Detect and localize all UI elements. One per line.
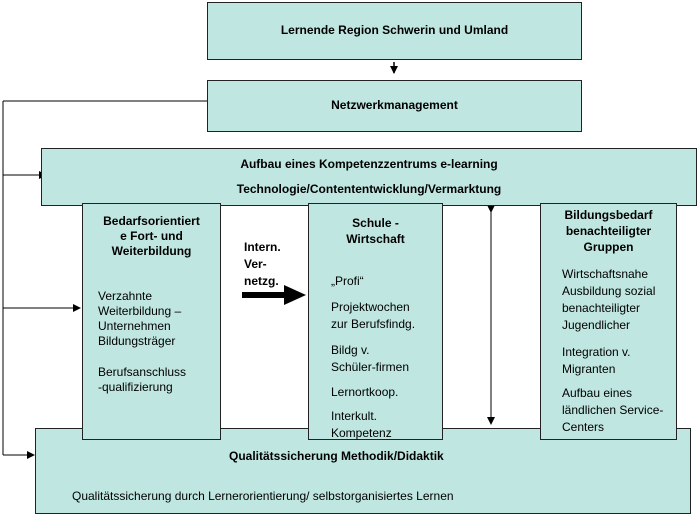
col3-item-3-line-1: Aufbau eines	[562, 386, 633, 400]
col3-item-1-line-3: benachteiligter	[562, 301, 641, 315]
col1-title-line-3: Weiterbildung	[111, 244, 192, 258]
box-bedarfsorientierte-weiterbildung: Bedarfsorientiert e Fort- und Weiterbild…	[82, 203, 221, 440]
box-qualitaetssicherung-subtitle: Qualitätssicherung durch Lernerorientier…	[72, 489, 454, 503]
arrow-label-line-1: Intern.	[244, 240, 281, 254]
box-qualitaetssicherung-title: Qualitätssicherung Methodik/Didaktik	[229, 449, 444, 463]
col3-item-3-line-3: Centers	[562, 420, 605, 434]
col1-title-line-1: Bedarfsorientiert	[103, 214, 200, 228]
box-lernende-region-title: Lernende Region Schwerin und Umland	[280, 23, 509, 37]
box-schule-wirtschaft: Schule - Wirtschaft „Profi“ Projektwoche…	[308, 203, 443, 440]
col3-title-line-2: benachteiligter	[565, 224, 652, 238]
box-kompetenzzentrum-subtitle: Technologie/Contententwicklung/Vermarktu…	[236, 182, 502, 196]
col1-item-1-line-2: Weiterbildung –	[98, 304, 182, 318]
col2-title-line-1: Schule -	[352, 216, 399, 230]
arrow-label-line-2: Ver-	[244, 257, 267, 271]
col1-item-2-line-2: -qualifizierung	[98, 380, 173, 394]
col2-item-5-line-1: Interkult.	[331, 409, 378, 423]
col3-item-1-line-4: Jugendlicher	[562, 318, 631, 332]
col2-item-5-line-2: Kompetenz	[331, 426, 392, 440]
col1-item-1-line-3: Unternehmen	[98, 319, 171, 333]
col3-item-2-line-2: Migranten	[562, 362, 616, 376]
col3-item-3-line-2: ländlichen Service-	[562, 403, 664, 417]
col3-title-line-3: Gruppen	[583, 240, 634, 254]
col1-item-1-line-4: Bildungsträger	[98, 334, 176, 348]
box-kompetenzzentrum-title: Aufbau eines Kompetenzzentrums e-learnin…	[240, 157, 498, 171]
thick-arrow-icon	[242, 285, 306, 305]
col2-title-line-2: Wirtschaft	[346, 232, 405, 246]
col2-item-2-line-1: Projektwochen	[331, 300, 410, 314]
col3-item-2-line-1: Integration v.	[562, 345, 631, 359]
box-netzwerkmanagement-title: Netzwerkmanagement	[331, 98, 458, 112]
col2-item-3-line-2: Schüler-firmen	[331, 360, 410, 374]
col2-item-3-line-1: Bildg v.	[331, 343, 370, 357]
col1-item-2-line-1: Berufsanschluss	[98, 365, 187, 379]
col1-item-1-line-1: Verzahnte	[98, 289, 153, 303]
col3-title-line-1: Bildungsbedarf	[564, 208, 653, 222]
col3-item-1-line-1: Wirtschaftsnahe	[562, 267, 649, 281]
box-kompetenzzentrum: Aufbau eines Kompetenzzentrums e-learnin…	[41, 148, 697, 206]
box-bildungsbedarf-benachteiligter: Bildungsbedarf benachteiligter Gruppen W…	[540, 203, 677, 440]
box-netzwerkmanagement: Netzwerkmanagement	[207, 80, 582, 132]
col2-item-4-line-1: Lernortkoop.	[331, 385, 399, 399]
col3-item-1-line-2: Ausbildung sozial	[562, 284, 656, 298]
arrow-label-line-3: netzg.	[244, 274, 279, 288]
col2-item-1-line-1: „Profi“	[331, 274, 364, 288]
col2-item-2-line-2: zur Berufsfindg.	[331, 317, 416, 331]
box-lernende-region: Lernende Region Schwerin und Umland	[207, 2, 582, 60]
col1-title-line-2: e Fort- und	[120, 229, 183, 243]
